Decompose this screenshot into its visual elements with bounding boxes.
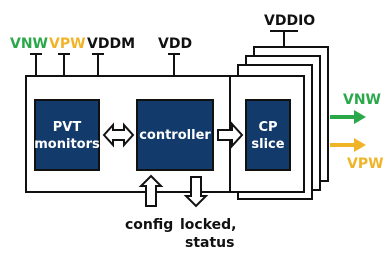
vnw-output-arrow-icon: [330, 110, 366, 124]
config-label: config: [125, 217, 173, 233]
vnw-supply-label: VNW: [10, 36, 48, 52]
pvt-monitors-label-line2: monitors: [34, 137, 100, 152]
cp-slice-label-line2: slice: [251, 137, 284, 152]
cp-slice-label-line1: CP: [258, 120, 277, 135]
supply-pins: [30, 30, 298, 76]
config-up-arrow-icon: [138, 174, 164, 207]
bidirectional-arrow-icon: [102, 122, 135, 148]
vpw-output-arrow-icon: [330, 138, 366, 152]
status-label: status: [185, 235, 234, 251]
pvt-monitors-block: [34, 99, 100, 171]
right-arrow-icon: [217, 121, 244, 149]
cp-slice-block: [245, 99, 291, 171]
vddio-supply-label: VDDIO: [264, 13, 315, 29]
controller-block: [136, 99, 214, 171]
vnw-output-label: VNW: [343, 92, 381, 108]
vdd-supply-label: VDD: [158, 36, 192, 52]
vpw-output-label: VPW: [347, 156, 384, 172]
controller-label: controller: [139, 128, 211, 143]
locked-label: locked,: [180, 217, 237, 233]
vpw-supply-label: VPW: [49, 36, 86, 52]
status-down-arrow-icon: [183, 176, 209, 208]
pvt-monitors-label-line1: PVT: [53, 120, 82, 135]
vddm-supply-label: VDDM: [87, 36, 135, 52]
